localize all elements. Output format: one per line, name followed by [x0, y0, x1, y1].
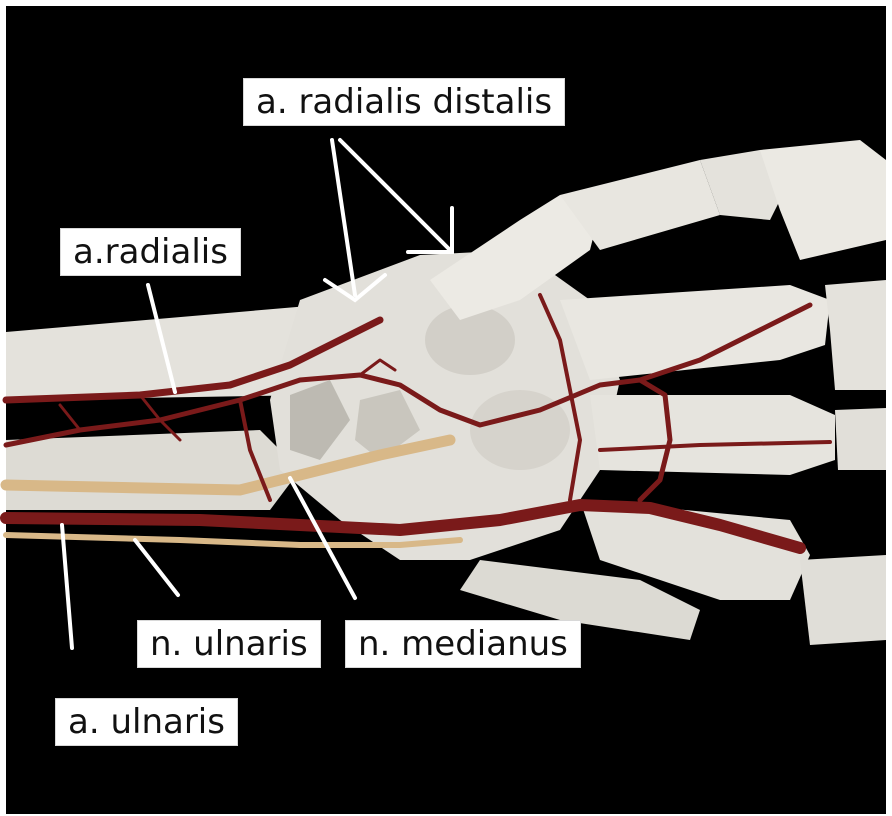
label-radialis: a.radialis — [60, 228, 241, 276]
label-ulnaris-artery: a. ulnaris — [55, 698, 238, 746]
label-medianus-nerve: n. medianus — [345, 620, 581, 668]
label-radialis-distalis: a. radialis distalis — [243, 78, 565, 126]
label-ulnaris-nerve: n. ulnaris — [137, 620, 321, 668]
